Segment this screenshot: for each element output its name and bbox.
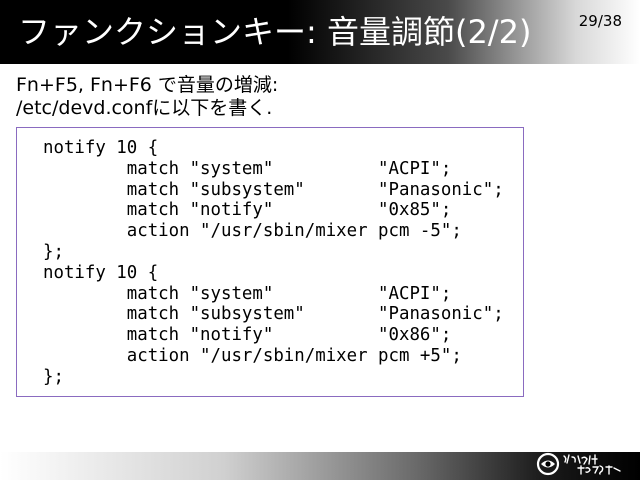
- code-line: notify 10 {: [43, 262, 159, 283]
- code-line: match "system" "ACPI";: [43, 283, 452, 304]
- code-line: notify 10 {: [43, 138, 159, 158]
- code-line: match "system" "ACPI";: [43, 158, 452, 179]
- intro-line-2: /etc/devd.confに以下を書く.: [16, 97, 273, 119]
- intro-text: Fn+F5, Fn+F6 で音量の増減: /etc/devd.confに以下を書…: [16, 74, 278, 120]
- code-block: notify 10 { match "system" "ACPI"; match…: [16, 127, 524, 397]
- code-lines: notify 10 { match "system" "ACPI"; match…: [43, 138, 504, 388]
- code-line: action "/usr/sbin/mixer pcm -5";: [43, 221, 462, 242]
- code-line: };: [43, 241, 64, 262]
- organization-logo-icon: [534, 448, 630, 478]
- code-line: match "subsystem" "Panasonic";: [43, 304, 504, 325]
- page-number: 29/38: [578, 12, 622, 30]
- slide-header: ファンクションキー: 音量調節(2/2): [0, 0, 640, 64]
- code-line: action "/usr/sbin/mixer pcm +5";: [43, 345, 462, 366]
- intro-line-1: Fn+F5, Fn+F6 で音量の増減:: [16, 74, 279, 96]
- code-line: match "notify" "0x85";: [43, 200, 452, 221]
- slide-title: ファンクションキー: 音量調節(2/2): [18, 13, 532, 51]
- slide-footer: [0, 452, 640, 480]
- code-line: match "notify" "0x86";: [43, 325, 452, 346]
- code-line: match "subsystem" "Panasonic";: [43, 179, 504, 200]
- code-line: };: [43, 366, 64, 387]
